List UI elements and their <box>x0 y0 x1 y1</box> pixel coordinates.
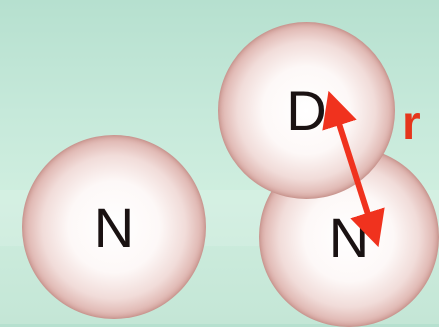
atom-n-left-label: N <box>93 195 135 259</box>
distance-label: r <box>402 97 421 150</box>
distance-arrow-line <box>322 90 385 248</box>
atom-d-label: D <box>286 79 327 142</box>
atom-n-left: N <box>22 135 206 319</box>
